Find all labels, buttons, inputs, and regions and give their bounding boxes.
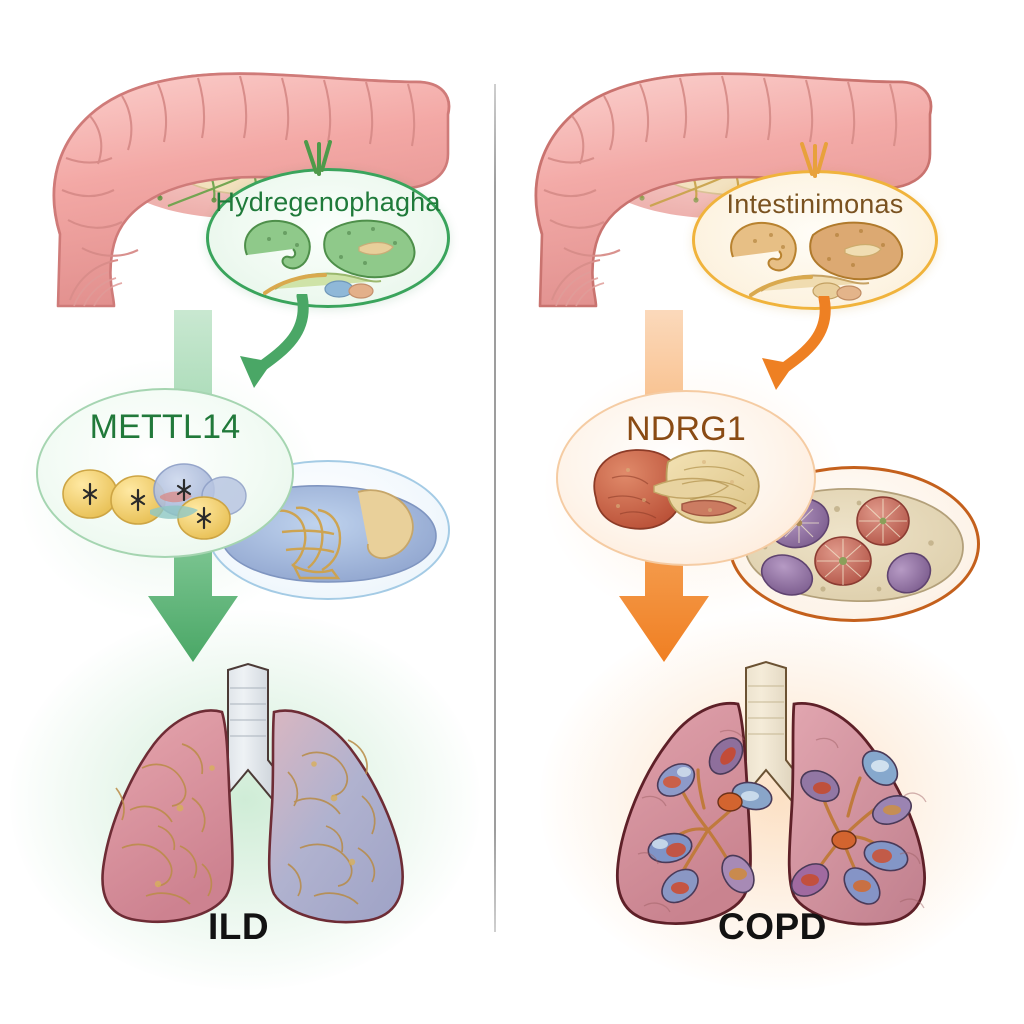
right-gene-panel[interactable]: NDRG1 <box>556 390 816 566</box>
left-gene-art <box>62 463 247 540</box>
right-disease-label: COPD <box>718 906 827 947</box>
left-gene-label: METTL14 <box>89 408 241 446</box>
left-callout-pointer-icon <box>286 140 352 180</box>
right-gene-label: NDRG1 <box>625 410 747 448</box>
left-bacteria-callout[interactable]: Hydregenophagha <box>206 168 450 308</box>
right-curved-arrow <box>672 296 832 408</box>
left-disease-label: ILD <box>208 906 270 947</box>
right-lungs-copd <box>580 648 980 928</box>
left-gene-panel[interactable]: METTL14 <box>36 388 294 558</box>
right-callout-pointer-icon <box>782 142 848 182</box>
left-lungs-ild <box>62 648 462 928</box>
right-gene-art <box>593 449 760 530</box>
right-bacteria-label: Intestinimonas <box>726 189 904 219</box>
right-bacteria-art <box>730 221 904 301</box>
left-bacteria-art <box>244 219 416 299</box>
left-bacteria-label: Hydregenophagha <box>215 187 441 217</box>
left-curved-arrow <box>150 294 310 406</box>
panel-divider <box>494 84 496 932</box>
right-bacteria-callout[interactable]: Intestinimonas <box>692 170 938 310</box>
